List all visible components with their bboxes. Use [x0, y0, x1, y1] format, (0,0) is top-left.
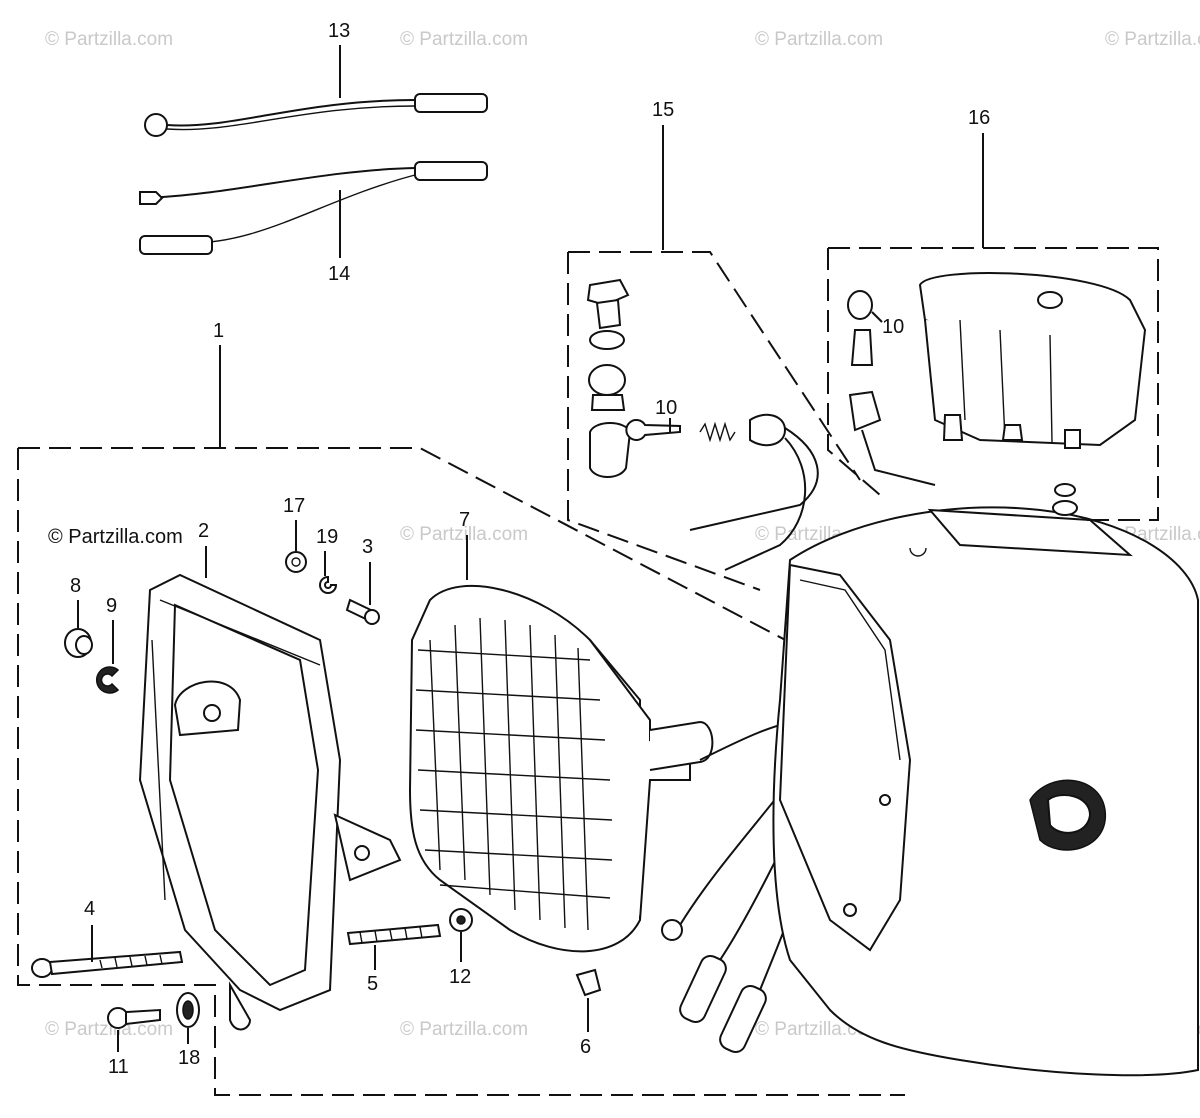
callout-1: 1	[213, 320, 224, 342]
callout-19: 19	[316, 526, 338, 548]
headlight-case	[772, 506, 1199, 1077]
watermark-text: © Partzilla.com	[400, 29, 528, 50]
watermark-text: © Partzilla.com	[1105, 29, 1200, 50]
pilot-lamp-parts	[586, 278, 819, 571]
watermark-text: © Partzilla.com	[45, 1019, 173, 1040]
callout-4: 4	[84, 898, 95, 920]
watermark-text: © Partzilla.com	[400, 524, 528, 545]
watermark-text: © Partzilla.com	[400, 1019, 528, 1040]
clip	[575, 968, 602, 997]
adjusting-screw	[346, 923, 442, 946]
headlight-rim	[138, 573, 402, 1031]
bullet-connector	[139, 235, 213, 255]
callout-16: 16	[968, 107, 990, 129]
callout-14: 14	[328, 263, 350, 285]
ring-terminal	[144, 113, 168, 137]
meter-lamp	[847, 290, 936, 486]
callout-2: 2	[198, 520, 209, 542]
callout-9: 9	[106, 595, 117, 617]
callout-18: 18	[178, 1047, 200, 1069]
sealed-beam-unit	[408, 585, 714, 953]
assembly-15-frame	[567, 251, 861, 591]
wire-harness-group	[139, 45, 488, 258]
assembly-1-frame	[17, 447, 905, 1096]
watermark-text: © Partzilla.com	[755, 29, 883, 50]
callout-8: 8	[70, 575, 81, 597]
nut	[285, 551, 307, 573]
callout-10-meter: 10	[882, 316, 904, 338]
callout-17: 17	[283, 495, 305, 517]
washer	[319, 575, 338, 594]
bullet-terminal	[139, 191, 164, 205]
watermark-text: © Partzilla.com	[45, 29, 173, 50]
bullet-connector	[414, 93, 488, 113]
callout-10-pilot: 10	[655, 397, 677, 419]
assembly-16-frame	[827, 247, 1159, 521]
watermark-main: © Partzilla.com	[48, 526, 183, 548]
long-bolt	[31, 950, 184, 978]
callout-5: 5	[367, 973, 378, 995]
callout-11: 11	[108, 1056, 129, 1078]
callout-15: 15	[652, 99, 674, 121]
callout-7: 7	[459, 509, 470, 531]
callout-6: 6	[580, 1036, 591, 1058]
speedometer	[918, 272, 1147, 516]
clip	[95, 666, 120, 694]
callout-12: 12	[449, 966, 471, 988]
bullet-connector	[414, 161, 488, 181]
callout-3: 3	[362, 536, 373, 558]
callout-13: 13	[328, 20, 350, 42]
bulb-socket	[649, 720, 714, 771]
